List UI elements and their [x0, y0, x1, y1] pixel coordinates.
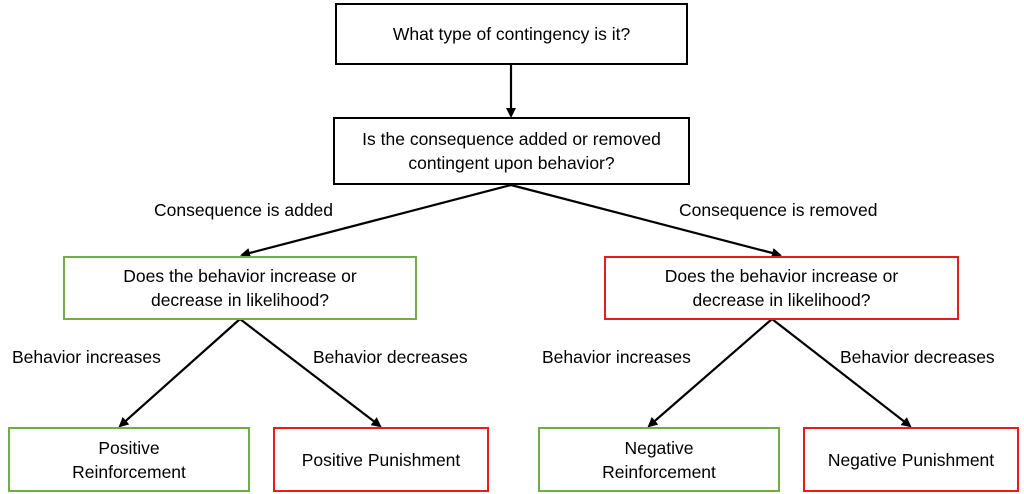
positive-punishment-box: Positive Punishment	[273, 427, 489, 492]
edge-label-left-behavior-increases: Behavior increases	[12, 347, 161, 367]
root-question-text: What type of contingency is it?	[392, 24, 631, 44]
consequence-question-box: Is the consequence added or removed cont…	[333, 117, 690, 185]
positive-reinforcement-text: Positive Reinforcement	[72, 437, 186, 482]
root-question-box: What type of contingency is it?	[335, 3, 688, 65]
positive-reinforcement-box: Positive Reinforcement	[8, 427, 250, 492]
arrow-consequence-to-removed	[510, 183, 782, 258]
edge-label-consequence-removed: Consequence is removed	[679, 200, 878, 220]
edge-label-left-behavior-decreases: Behavior decreases	[313, 347, 468, 367]
negative-punishment-text: Negative Punishment	[827, 449, 995, 470]
edge-label-consequence-added: Consequence is added	[154, 200, 334, 220]
removed-behavior-question-box: Does the behavior increase or decrease i…	[604, 256, 959, 320]
consequence-question-text: Is the consequence added or removed cont…	[362, 129, 661, 173]
negative-reinforcement-box: Negative Reinforcement	[538, 427, 780, 492]
edge-label-right-behavior-decreases: Behavior decreases	[840, 347, 995, 367]
arrow-consequence-to-added	[240, 183, 512, 258]
added-behavior-question-box: Does the behavior increase or decrease i…	[63, 256, 417, 320]
negative-punishment-box: Negative Punishment	[803, 427, 1019, 492]
added-behavior-question-text: Does the behavior increase or decrease i…	[123, 266, 357, 310]
arrow-added-to-positive-reinforcement	[118, 318, 241, 428]
arrow-removed-to-negative-punishment	[771, 318, 912, 428]
removed-behavior-question-text: Does the behavior increase or decrease i…	[664, 266, 899, 310]
edge-label-right-behavior-increases: Behavior increases	[542, 347, 691, 367]
arrow-removed-to-negative-reinforcement	[647, 318, 773, 428]
negative-reinforcement-text: Negative Reinforcement	[602, 437, 716, 482]
positive-punishment-text: Positive Punishment	[301, 449, 461, 470]
arrow-added-to-positive-punishment	[239, 318, 382, 428]
